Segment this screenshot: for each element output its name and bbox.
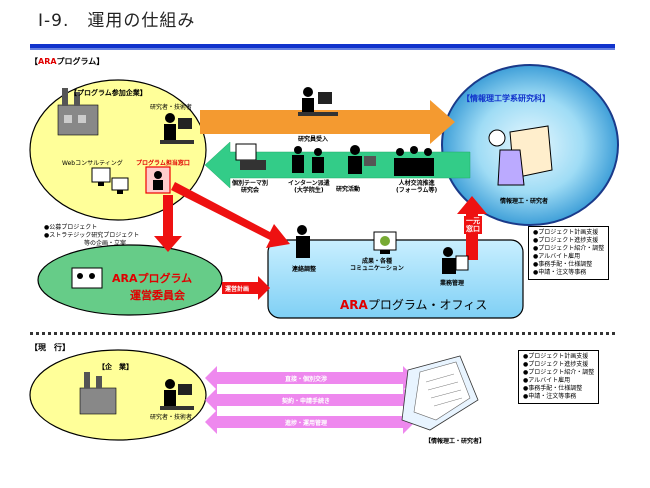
red-arrow-down xyxy=(154,195,182,252)
office-bullet: ●プロジェクト計画支援 xyxy=(533,229,599,236)
office-bullet: ●事務手配・仕様調整 xyxy=(533,261,593,268)
current-bullet: ●アルバイト雇用 xyxy=(523,377,571,384)
theme-study-icon xyxy=(235,143,266,170)
current-arrow-2-label: 契約・申請手続き xyxy=(282,398,331,405)
researcher-accept-icon xyxy=(298,87,338,116)
plan-label: 運営計画 xyxy=(225,286,250,293)
monitor-icon-1 xyxy=(91,167,111,186)
current-arrow-1-label: 直接・個別交渉 xyxy=(285,376,328,383)
office-name: ARAプログラム・オフィス xyxy=(340,298,488,312)
title-underline xyxy=(30,44,615,48)
green-arrow xyxy=(204,141,471,189)
orange-arrow xyxy=(200,100,455,144)
current-company-ellipse xyxy=(29,349,207,441)
monitor-icon-2 xyxy=(111,177,129,194)
researcher-desk-icon xyxy=(160,113,194,144)
pink-arrow-2 xyxy=(205,388,415,412)
page-title: Ⅰ-9. 運用の仕組み xyxy=(38,11,196,31)
committee-name: 運営委員会 xyxy=(130,289,185,302)
forum-label: 人材交流推進 (フォーラム等) xyxy=(396,180,438,194)
committee-bullet: 等の企画・立案 xyxy=(84,240,127,247)
researcher-accept-label: 研究員受入 xyxy=(298,136,329,143)
committee-bullet: ●ストラテジック研究プロジェクト xyxy=(44,232,140,239)
office-bullet: ●プロジェクト紹介・調整 xyxy=(533,245,605,252)
window-label: プログラム担当窓口 xyxy=(136,160,190,167)
title-underline-light xyxy=(30,48,615,50)
current-bullet-list: ●プロジェクト計画支援 ●プロジェクト進捗支援 ●プロジェクト紹介・調整 ●アル… xyxy=(518,350,600,404)
office-bullet: ●申請・注文等事務 xyxy=(533,269,587,276)
papers-icon xyxy=(401,355,479,431)
coordination-label: 連絡調整 xyxy=(292,266,317,273)
current-bullet: ●申請・注文等事務 xyxy=(523,393,577,400)
admin-label: 業務管理 xyxy=(440,280,465,287)
web-consulting-label: Webコンサルティング xyxy=(62,160,123,167)
communication-monitor-icon xyxy=(373,231,397,254)
theme-study-label: 個別テーマ別 研究会 xyxy=(232,180,269,194)
ara-section-label: 【ARAプログラム】 xyxy=(30,57,105,66)
committee-ellipse xyxy=(37,244,223,316)
admin-person-icon xyxy=(442,247,469,274)
company-researchers-label: 研究者・技術者 xyxy=(150,104,193,111)
forum-icon xyxy=(394,146,434,176)
committee-bullet: ●公募プロジェクト xyxy=(44,224,98,231)
company-ellipse xyxy=(29,79,207,221)
current-bullet: ●プロジェクト進捗支援 xyxy=(523,361,589,368)
meeting-icon xyxy=(71,267,103,289)
current-bullet: ●プロジェクト紹介・調整 xyxy=(523,369,595,376)
single-window-label: 一元 窓口 xyxy=(464,216,482,234)
current-bullet: ●事務手配・仕様調整 xyxy=(523,385,583,392)
section-divider xyxy=(30,332,615,335)
lab-title: 【情報理工学系研究科】 xyxy=(462,94,550,103)
coordination-person-icon xyxy=(296,225,310,258)
red-arrow-diagonal xyxy=(171,182,290,248)
research-activity-icon xyxy=(348,145,376,174)
pink-arrow-1 xyxy=(205,366,415,390)
lab-scientist-icon xyxy=(488,125,553,186)
current-factory-icon xyxy=(79,372,117,415)
office-bullet-list: ●プロジェクト計画支援 ●プロジェクト進捗支援 ●プロジェクト紹介・調整 ●アル… xyxy=(528,226,610,280)
internship-icon xyxy=(292,146,324,173)
current-researchers-label: 研究者・技術者 xyxy=(150,414,193,421)
current-bullet: ●プロジェクト計画支援 xyxy=(523,353,589,360)
current-lab-title: 【情報理工・研究者】 xyxy=(425,438,486,445)
office-bullet: ●アルバイト雇用 xyxy=(533,253,581,260)
current-arrow-3-label: 進捗・運用管理 xyxy=(285,420,328,427)
committee-bullet-list: ●公募プロジェクト ●ストラテジック研究プロジェクト 等の企画・立案 xyxy=(40,222,143,250)
committee-ara: ARAプログラム xyxy=(112,272,193,285)
red-arrow-right xyxy=(222,276,270,300)
pink-arrow-3 xyxy=(205,410,415,434)
factory-icon xyxy=(57,88,99,136)
current-section-label: 【現 行】 xyxy=(30,343,70,352)
current-company-title: 【企 業】 xyxy=(98,363,133,371)
current-researcher-icon xyxy=(160,379,194,410)
lab-sub-label: 情報理工・研究者 xyxy=(500,198,549,205)
internship-label: インターン派遣 (大学院生) xyxy=(288,180,330,194)
company-title: 【プログラム参加企業】 xyxy=(70,89,147,97)
communication-label: 成果・各種 コミュニケーション xyxy=(350,258,404,272)
office-bullet: ●プロジェクト進捗支援 xyxy=(533,237,599,244)
window-person-icon xyxy=(145,166,171,194)
research-activity-label: 研究活動 xyxy=(336,186,361,193)
